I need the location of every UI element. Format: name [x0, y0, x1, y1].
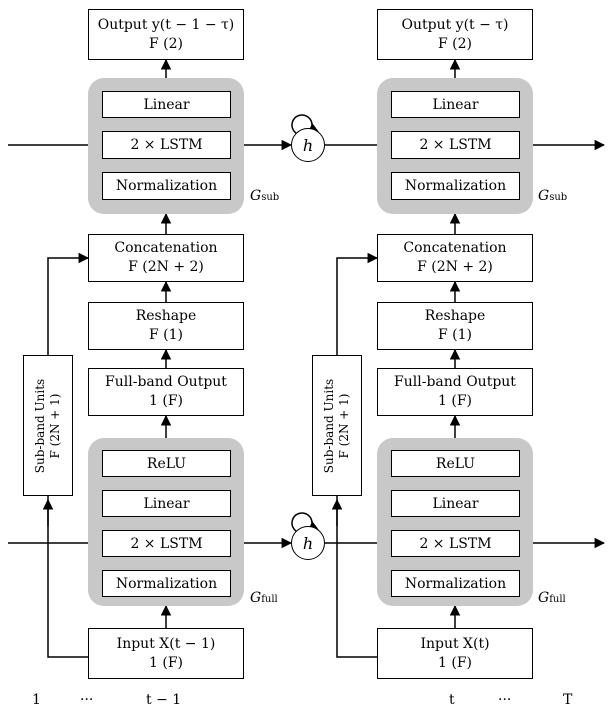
full-band-output-dim: 1 (F) — [149, 393, 183, 409]
concatenation-box: Concatenation F (2N + 2) — [88, 234, 244, 282]
sub-lstm-layer: 2 × LSTM — [102, 131, 231, 159]
sub-group-label: Gsub — [538, 188, 568, 204]
time-label-first: 1 — [32, 692, 41, 708]
hidden-state-node: h — [291, 128, 325, 162]
sub-normalization-layer: Normalization — [102, 172, 231, 200]
full-group-label: Gfull — [538, 590, 566, 606]
output-dim: F (2) — [149, 35, 183, 52]
output-dim: F (2) — [438, 35, 472, 52]
concatenation-label: Concatenation — [403, 240, 507, 256]
full-linear-layer: Linear — [391, 490, 520, 517]
time-ellipsis: ··· — [80, 692, 94, 708]
full-band-output-box: Full-band Output 1 (F) — [88, 368, 244, 416]
full-lstm-layer: 2 × LSTM — [391, 530, 520, 557]
time-label-prev: t − 1 — [146, 692, 182, 708]
full-group-label: Gfull — [250, 590, 278, 606]
sub-group-label: Gsub — [250, 188, 280, 204]
output-box: Output y(t − 1 − τ) F (2) — [88, 9, 244, 60]
sub-linear-layer: Linear — [102, 91, 231, 118]
reshape-box: Reshape F (1) — [88, 302, 244, 350]
full-band-output-dim: 1 (F) — [438, 393, 472, 409]
reshape-label: Reshape — [424, 308, 486, 324]
full-lstm-layer: 2 × LSTM — [102, 530, 231, 557]
sub-band-units-box: Sub-band Units F (2N + 1) — [312, 355, 362, 496]
time-ellipsis: ··· — [498, 692, 512, 708]
sub-normalization-layer: Normalization — [391, 172, 520, 200]
concatenation-box: Concatenation F (2N + 2) — [377, 234, 533, 282]
full-band-output-box: Full-band Output 1 (F) — [377, 368, 533, 416]
full-relu-layer: ReLU — [391, 450, 520, 477]
reshape-dim: F (1) — [438, 327, 472, 343]
full-band-output-label: Full-band Output — [394, 374, 516, 390]
time-label-last: T — [563, 692, 573, 708]
time-label-current: t — [449, 692, 455, 708]
input-box: Input X(t − 1) 1 (F) — [88, 628, 244, 679]
sub-band-units-dim: F (2N + 1) — [48, 393, 62, 458]
sub-lstm-layer: 2 × LSTM — [391, 131, 520, 159]
full-relu-layer: ReLU — [102, 450, 231, 477]
reshape-dim: F (1) — [149, 327, 183, 343]
output-label: Output y(t − τ) — [401, 16, 509, 33]
concatenation-dim: F (2N + 2) — [417, 259, 493, 275]
output-label: Output y(t − 1 − τ) — [97, 16, 235, 33]
concatenation-label: Concatenation — [114, 240, 218, 256]
concatenation-dim: F (2N + 2) — [128, 259, 204, 275]
reshape-label: Reshape — [135, 308, 197, 324]
sub-band-units-label: Sub-band Units — [322, 378, 336, 473]
hidden-state-node: h — [291, 526, 325, 560]
sub-band-units-box: Sub-band Units F (2N + 1) — [23, 355, 73, 496]
sub-linear-layer: Linear — [391, 91, 520, 118]
sub-band-units-dim: F (2N + 1) — [337, 393, 351, 458]
input-label: Input X(t) — [420, 635, 490, 652]
input-dim: 1 (F) — [438, 654, 472, 671]
input-label: Input X(t − 1) — [116, 635, 216, 652]
input-box: Input X(t) 1 (F) — [377, 628, 533, 679]
full-normalization-layer: Normalization — [102, 570, 231, 597]
input-dim: 1 (F) — [149, 654, 183, 671]
full-normalization-layer: Normalization — [391, 570, 520, 597]
sub-band-units-label: Sub-band Units — [33, 378, 47, 473]
output-box: Output y(t − τ) F (2) — [377, 9, 533, 60]
reshape-box: Reshape F (1) — [377, 302, 533, 350]
full-band-output-label: Full-band Output — [105, 374, 227, 390]
full-linear-layer: Linear — [102, 490, 231, 517]
